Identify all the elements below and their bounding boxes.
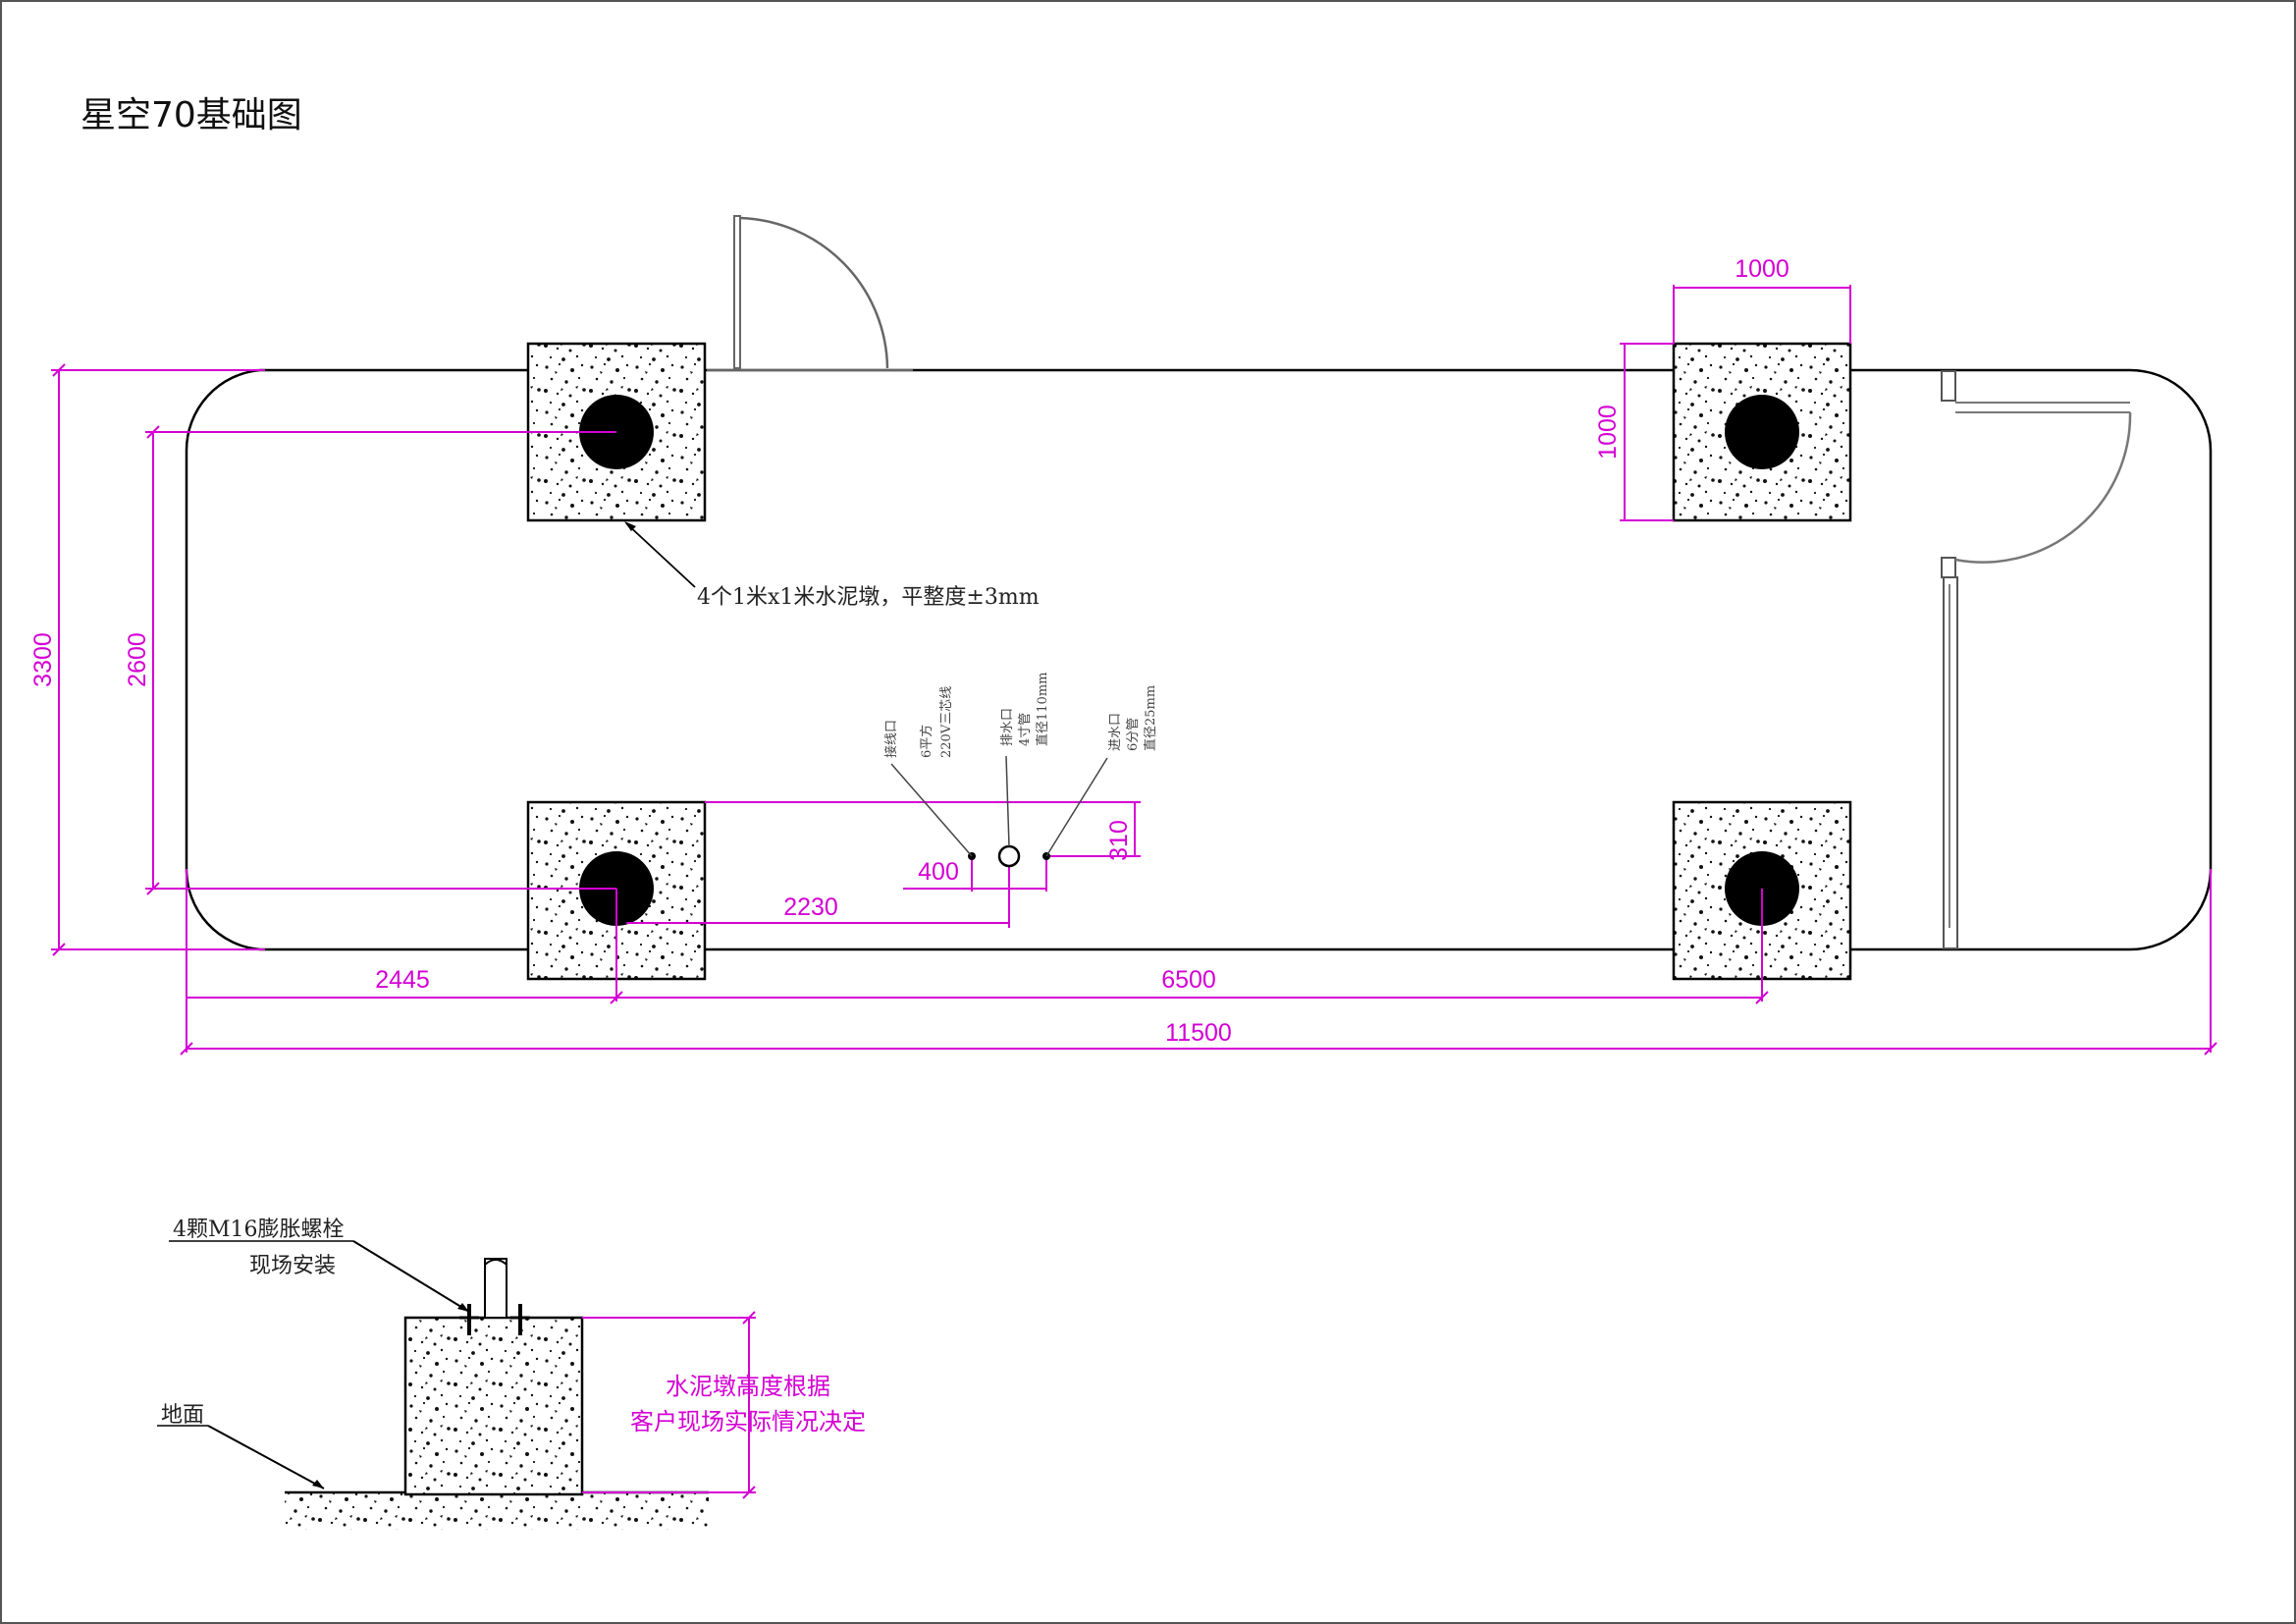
bolts-subnote: 现场安装 bbox=[249, 1254, 336, 1278]
section-pier bbox=[403, 1316, 584, 1496]
power-label-3: 220V三芯线 bbox=[939, 686, 954, 758]
utility-points bbox=[890, 755, 1108, 868]
dim-overall-length: 11500 bbox=[1165, 1019, 1232, 1047]
water-label-1: 进水口 bbox=[1108, 713, 1123, 751]
dim-utility-y: 310 bbox=[1105, 820, 1133, 861]
drain-label-3: 直径110mm bbox=[1036, 673, 1050, 746]
power-label-2: 6平方 bbox=[919, 725, 934, 758]
post bbox=[484, 1258, 507, 1319]
ground-fill bbox=[285, 1492, 709, 1530]
bolts-note: 4颗M16膨胀螺栓 bbox=[173, 1218, 345, 1242]
dim-pier-offset-x: 2445 bbox=[375, 966, 430, 994]
dimension-ticks bbox=[52, 363, 2217, 1056]
end-door bbox=[1941, 370, 2132, 949]
dim-pier-x-spacing: 6500 bbox=[1161, 966, 1216, 994]
anchor-bolt-hole bbox=[1725, 395, 1799, 469]
dim-pier-y-spacing: 2600 bbox=[124, 632, 151, 687]
height-note-line1: 水泥墩高度根据 bbox=[666, 1373, 830, 1400]
ground-note: 地面 bbox=[161, 1403, 204, 1428]
water-label-3: 直径25mm bbox=[1144, 685, 1158, 751]
pier-top-right bbox=[1672, 342, 1852, 522]
pier-note: 4个1米x1米水泥墩，平整度±3mm bbox=[697, 585, 1040, 610]
utility-labels: 接线口 6平方 220V三芯线 排水口 4寸管 直径110mm 进水口 6分管 … bbox=[883, 673, 1158, 758]
height-note-line2: 客户现场实际情况决定 bbox=[630, 1408, 866, 1435]
dim-utility-x: 2230 bbox=[783, 893, 838, 921]
dim-pier-height: 1000 bbox=[1594, 405, 1622, 460]
drain-label-1: 排水口 bbox=[1000, 708, 1015, 746]
water-label-2: 6分管 bbox=[1126, 718, 1141, 751]
dim-pier-width: 1000 bbox=[1735, 255, 1789, 283]
unit-outline bbox=[185, 368, 2213, 951]
drain-label-2: 4寸管 bbox=[1018, 713, 1033, 746]
section-view bbox=[157, 1240, 709, 1530]
dim-overall-width: 3300 bbox=[29, 632, 57, 687]
dimension-lines bbox=[51, 285, 2212, 1053]
power-label-1: 接线口 bbox=[883, 720, 899, 758]
drain-outlet-point bbox=[997, 844, 1021, 868]
dim-utility-gap: 400 bbox=[918, 858, 959, 886]
height-dimension bbox=[582, 1311, 756, 1499]
page-title: 星空70基础图 bbox=[80, 95, 302, 135]
entrance-door bbox=[707, 215, 913, 371]
